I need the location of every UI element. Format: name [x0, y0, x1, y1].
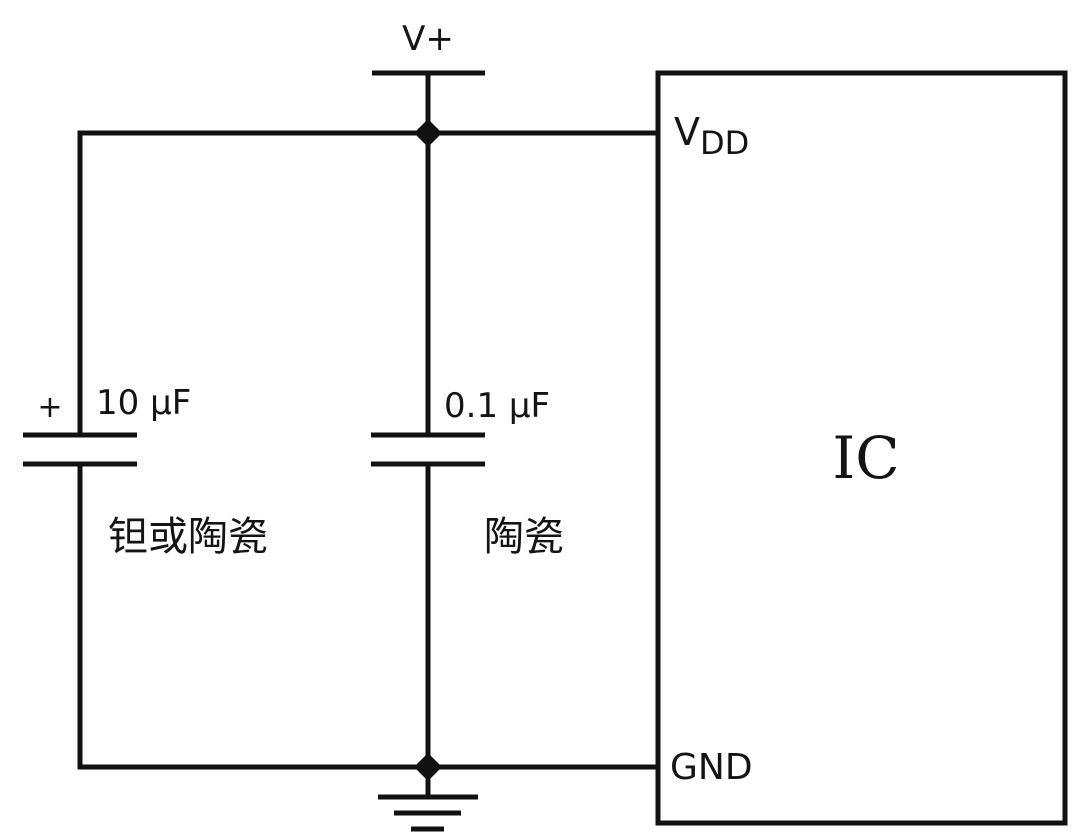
ic-body	[655, 70, 1068, 826]
c2-type-label: 陶瓷	[484, 514, 564, 560]
vdd-pin-sub: DD	[700, 124, 749, 162]
c1-type-label: 钽或陶瓷	[108, 514, 268, 560]
c2-value-label: 0.1 µF	[444, 386, 550, 426]
gnd-pin-label: GND	[670, 747, 753, 788]
junction-top	[414, 119, 442, 147]
ic-label: IC	[832, 424, 899, 492]
c1-polarity-label: +	[37, 390, 62, 425]
vdd-pin-main: V	[674, 110, 700, 154]
c1-value-label: 10 µF	[96, 383, 191, 423]
supply-label: V+	[402, 19, 454, 59]
vdd-pin-label: VDD	[674, 110, 749, 162]
